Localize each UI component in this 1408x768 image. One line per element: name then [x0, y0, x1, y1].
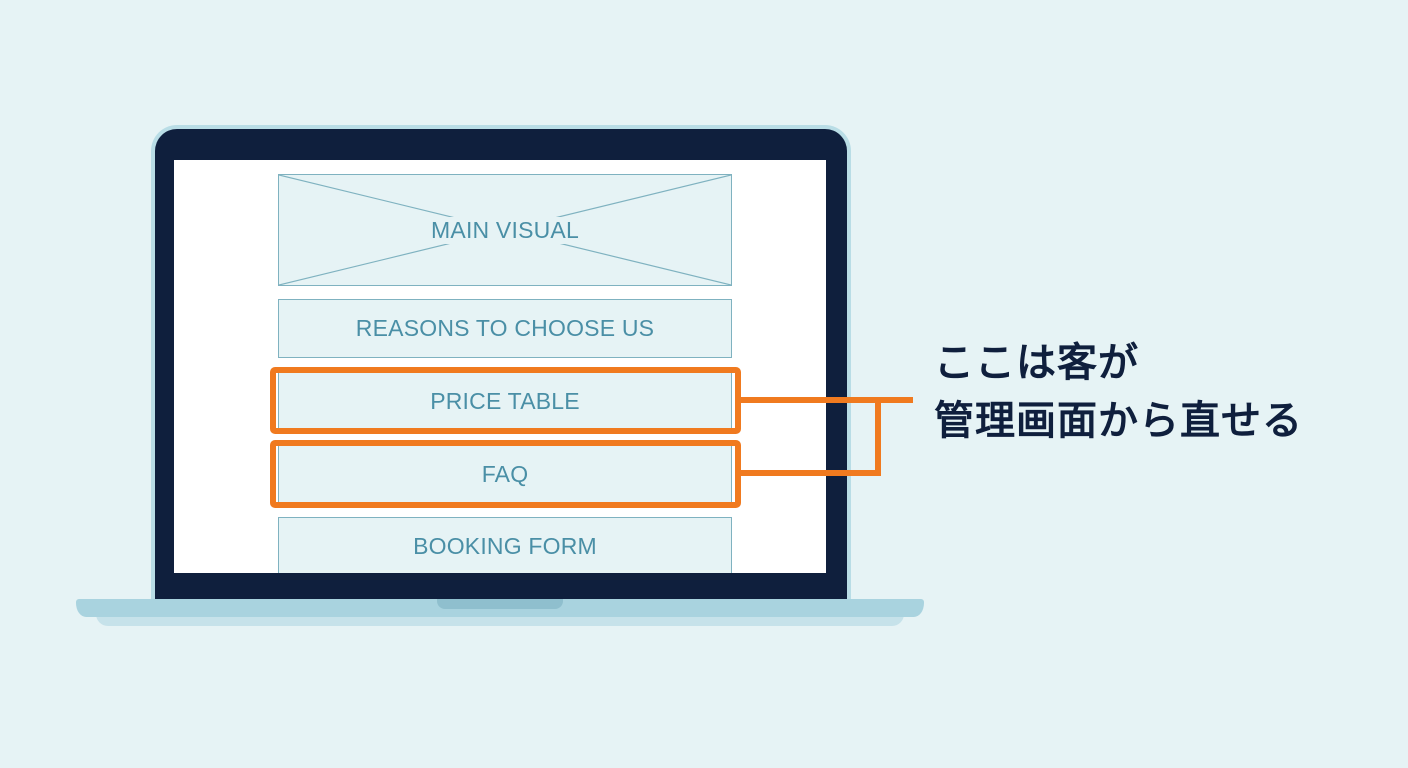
callout-line-1: ここは客が — [934, 340, 1139, 386]
main-visual-label: MAIN VISUAL — [425, 216, 585, 244]
price-table-highlight — [270, 367, 741, 434]
connector-line-faq — [740, 400, 881, 476]
callout-text: ここは客が 管理画面から直せる — [934, 334, 1303, 450]
faq-block: FAQ — [278, 443, 732, 505]
laptop-notch — [437, 599, 563, 609]
reasons-block: REASONS TO CHOOSE US — [278, 299, 732, 358]
faq-label: FAQ — [481, 460, 529, 487]
laptop-base-shadow — [96, 614, 904, 626]
main-visual-block: MAIN VISUAL — [278, 174, 732, 286]
reasons-label: REASONS TO CHOOSE US — [355, 315, 655, 341]
faq-highlight — [270, 440, 741, 508]
price-table-block: PRICE TABLE — [278, 370, 732, 432]
booking-form-block: BOOKING FORM — [278, 517, 732, 573]
callout-line-2: 管理画面から直せる — [934, 398, 1303, 444]
price-table-label: PRICE TABLE — [430, 387, 580, 414]
laptop-screen: MAIN VISUAL REASONS TO CHOOSE US PRICE T… — [174, 160, 826, 573]
booking-form-label: BOOKING FORM — [413, 533, 597, 559]
